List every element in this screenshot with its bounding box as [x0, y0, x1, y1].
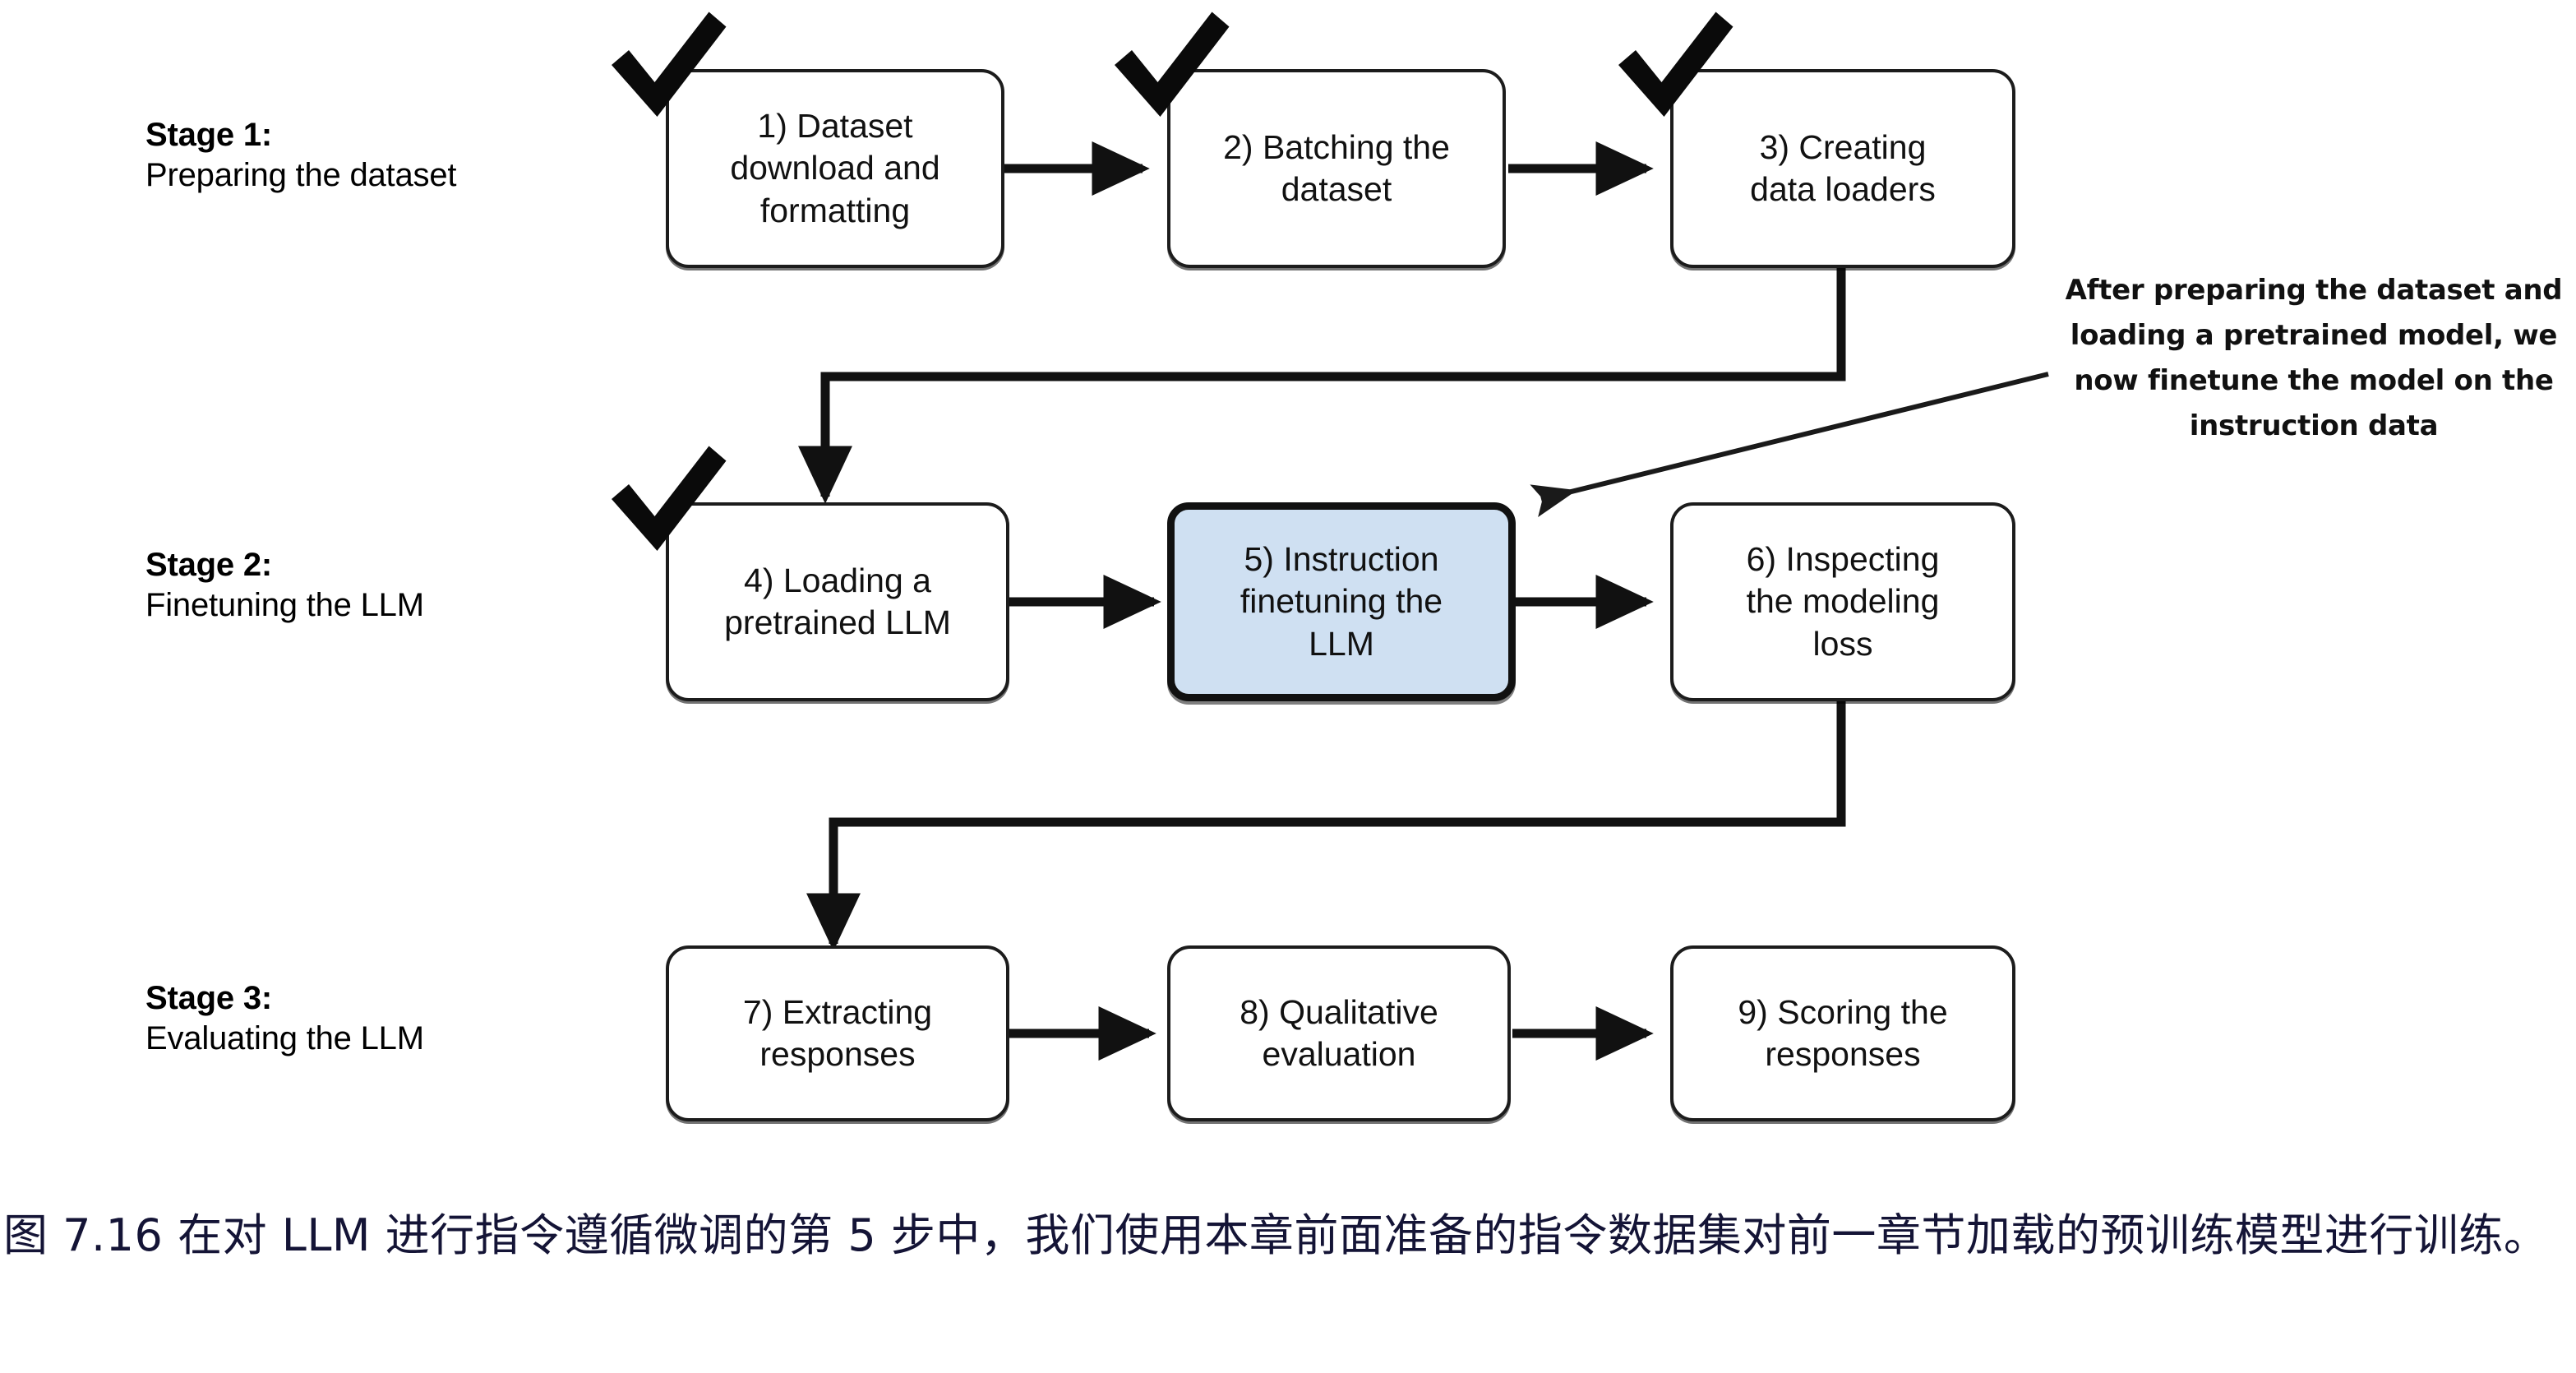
step-box-8-label: 8) Qualitative evaluation [1240, 992, 1438, 1073]
annotation-pointer-icon [1530, 372, 2049, 517]
stage-subtitle-2: Finetuning the LLM [145, 586, 424, 623]
step-box-3-label: 3) Creating data loaders [1750, 127, 1936, 208]
step-box-1[interactable]: 1) Dataset download and formatting [666, 69, 1004, 268]
step-box-9[interactable]: 9) Scoring the responses [1670, 945, 2015, 1121]
step-box-6[interactable]: 6) Inspecting the modeling loss [1670, 502, 2015, 701]
step-box-3[interactable]: 3) Creating data loaders [1670, 69, 2015, 268]
figure-caption: 图 7.16 在对 LLM 进行指令遵循微调的第 5 步中，我们使用本章前面准备… [3, 1209, 2549, 1261]
stage-subtitle-3: Evaluating the LLM [145, 1019, 424, 1056]
stage-label-1: Stage 1: Preparing the dataset [145, 115, 456, 196]
stage-title-2: Stage 2: [145, 547, 273, 583]
step-box-2[interactable]: 2) Batching the dataset [1167, 69, 1506, 268]
stage-label-2: Stage 2: Finetuning the LLM [145, 545, 424, 626]
step-box-1-label: 1) Dataset download and formatting [730, 107, 940, 229]
step-box-9-label: 9) Scoring the responses [1738, 992, 1948, 1073]
step-box-4-label: 4) Loading a pretrained LLM [724, 561, 951, 641]
step-box-8[interactable]: 8) Qualitative evaluation [1167, 945, 1511, 1121]
step-box-5[interactable]: 5) Instruction finetuning the LLM [1167, 502, 1516, 701]
stage-label-3: Stage 3: Evaluating the LLM [145, 978, 424, 1059]
step-box-2-label: 2) Batching the dataset [1223, 127, 1450, 208]
annotation-note: After preparing the dataset and loading … [2065, 274, 2563, 443]
stage-subtitle-1: Preparing the dataset [145, 156, 457, 193]
stage-title-1: Stage 1: [145, 117, 273, 153]
step-box-6-label: 6) Inspecting the modeling loss [1746, 540, 1940, 663]
elbow-step6-to-step7 [806, 691, 1846, 951]
step-box-7[interactable]: 7) Extracting responses [666, 945, 1009, 1121]
step-box-4[interactable]: 4) Loading a pretrained LLM [666, 502, 1009, 701]
stage-title-3: Stage 3: [145, 980, 273, 1016]
step-box-7-label: 7) Extracting responses [742, 992, 933, 1073]
step-box-5-label: 5) Instruction finetuning the LLM [1240, 540, 1443, 663]
elbow-step3-to-step4 [798, 247, 1846, 504]
